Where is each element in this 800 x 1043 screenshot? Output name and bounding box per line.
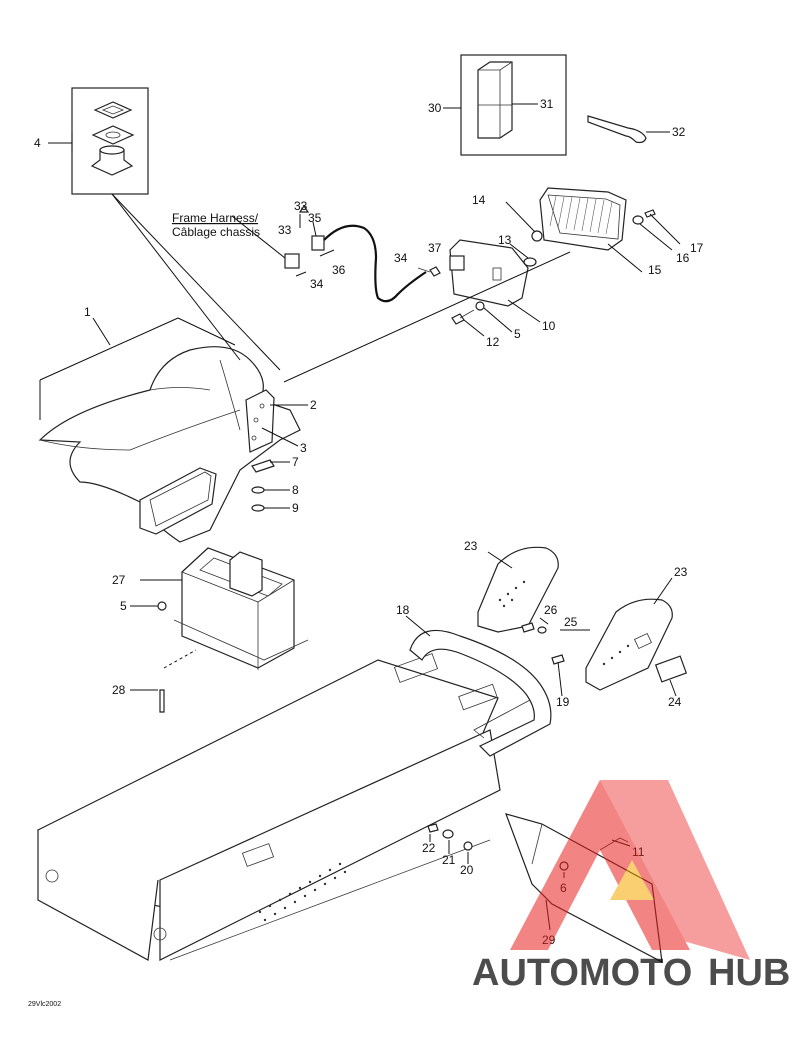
callout-14: 14	[472, 193, 486, 207]
tunnel-frame	[37, 653, 501, 961]
callout-2: 2	[310, 398, 317, 412]
callout-1: 1	[84, 305, 91, 319]
callout-21: 21	[442, 853, 456, 867]
leader-lines	[39, 103, 681, 931]
automotohub-watermark-text: AUTOMOTO HUB	[472, 952, 790, 994]
callout-24: 24	[668, 695, 682, 709]
callout-18: 18	[396, 603, 410, 617]
tail-light-assembly	[417, 187, 656, 325]
callout-4: 4	[34, 136, 41, 150]
callout-20: 20	[460, 863, 474, 877]
harness-label-line1: Frame Harness/	[172, 211, 259, 225]
callout-16: 16	[676, 251, 690, 265]
seat-assembly	[38, 346, 301, 543]
callout-5a: 5	[514, 327, 521, 341]
callout-13: 13	[498, 233, 512, 247]
callout-34a: 34	[394, 251, 408, 265]
figure-code: 29Vlc2002	[28, 1001, 61, 1008]
part-4-inset-box	[71, 87, 149, 195]
callout-26: 26	[544, 603, 558, 617]
callout-27: 27	[112, 573, 126, 587]
callout-23a: 23	[464, 539, 478, 553]
callout-9: 9	[292, 501, 299, 515]
callout-32: 32	[672, 125, 686, 139]
callout-15: 15	[648, 263, 662, 277]
part-32-tool	[587, 115, 647, 144]
callout-36: 36	[332, 263, 346, 277]
frame-harness-connectors	[284, 204, 427, 303]
callout-3: 3	[300, 441, 307, 455]
callout-19: 19	[556, 695, 570, 709]
brand-text-part1: AUTOMOTO	[472, 952, 692, 994]
callout-28: 28	[112, 683, 126, 697]
callout-33b: 33	[278, 223, 292, 237]
callout-labels: 1 2 3 4 5 5 6 7 8 9 10 11 12 13 14 15 16…	[28, 97, 704, 1008]
brand-text-part2: HUB	[708, 952, 790, 994]
callout-23b: 23	[674, 565, 688, 579]
callout-5b: 5	[120, 599, 127, 613]
small-hardware	[427, 622, 688, 851]
callout-10: 10	[542, 319, 556, 333]
callout-37: 37	[428, 241, 442, 255]
callout-8: 8	[292, 483, 299, 497]
rear-grab-handle	[409, 629, 552, 757]
callout-35: 35	[308, 211, 322, 225]
callout-33a: 33	[294, 199, 308, 213]
part-30-inset-box	[460, 54, 567, 156]
callout-7: 7	[292, 455, 299, 469]
callout-30: 30	[428, 101, 442, 115]
part-27-storage-box	[157, 547, 309, 713]
automotohub-watermark-logo	[510, 780, 750, 960]
callout-31: 31	[540, 97, 554, 111]
part-23-side-cover-right	[585, 598, 673, 691]
callout-12: 12	[486, 335, 500, 349]
part-23-side-cover-left	[477, 546, 559, 633]
callout-17: 17	[690, 241, 704, 255]
harness-label-line2: Câblage chassis	[172, 225, 260, 239]
callout-22: 22	[422, 841, 436, 855]
callout-34b: 34	[310, 277, 324, 291]
callout-25: 25	[564, 615, 578, 629]
